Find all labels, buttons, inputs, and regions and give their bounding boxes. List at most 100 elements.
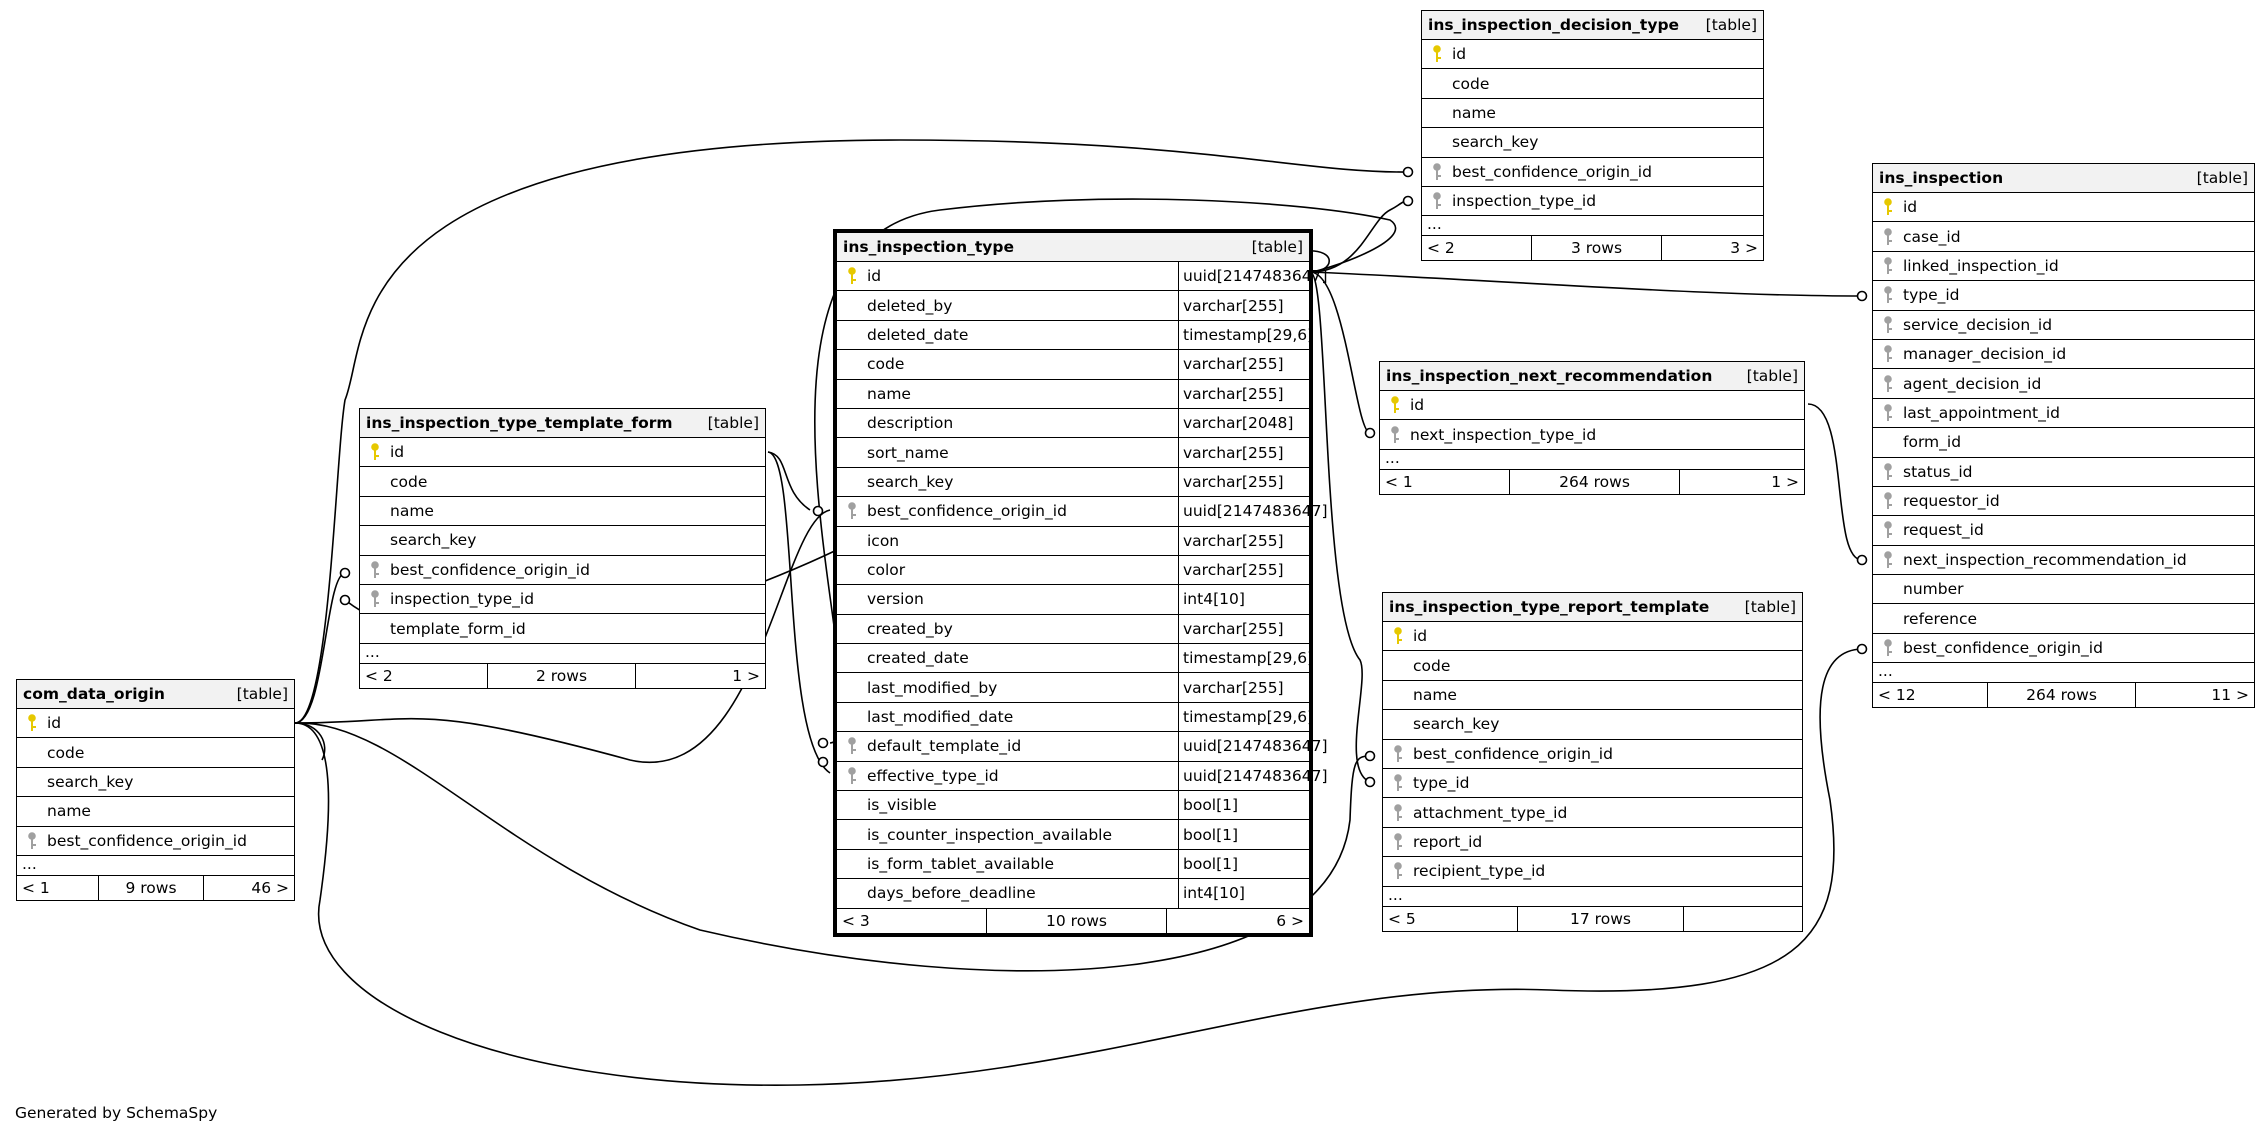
column-row[interactable]: manager_decision_id: [1873, 340, 2254, 370]
children-count[interactable]: 6 >: [1276, 911, 1304, 930]
parents-count[interactable]: < 12: [1873, 683, 1988, 708]
column-row[interactable]: code: [360, 467, 765, 497]
parents-count[interactable]: < 5: [1383, 906, 1518, 931]
column-row[interactable]: next_inspection_recommendation_id: [1873, 546, 2254, 576]
column-row[interactable]: last_appointment_id: [1873, 399, 2254, 429]
column-row[interactable]: attachment_type_id: [1383, 798, 1802, 828]
column-type: timestamp[29,6]: [1178, 320, 1313, 350]
column-row[interactable]: number: [1873, 575, 2254, 605]
column-row[interactable]: status_id: [1873, 458, 2254, 487]
column-row[interactable]: name: [1383, 681, 1802, 711]
parents-count[interactable]: < 2: [360, 663, 488, 688]
column-row[interactable]: name: [17, 797, 294, 827]
table-ins-inspection-next-recommendation[interactable]: ins_inspection_next_recommendation[table…: [1379, 361, 1805, 495]
column-row[interactable]: id: [1380, 391, 1804, 421]
column-row[interactable]: search_key: [1422, 128, 1763, 158]
column-name: search_key: [390, 531, 477, 550]
column-name: version: [867, 590, 924, 609]
column-row[interactable]: search_key: [17, 768, 294, 798]
column-row[interactable]: inspection_type_id: [360, 585, 765, 615]
column-row[interactable]: service_decision_id: [1873, 311, 2254, 340]
column-row[interactable]: best_confidence_origin_id: [1383, 740, 1802, 769]
children-count[interactable]: 11 >: [2211, 686, 2249, 705]
column-row[interactable]: best_confidence_origin_id: [360, 556, 765, 585]
table-ins-inspection-type-template-form[interactable]: ins_inspection_type_template_form[table]…: [359, 408, 766, 689]
column-row[interactable]: id: [1383, 622, 1802, 652]
table-header: ins_inspection_type_report_template[tabl…: [1383, 593, 1802, 622]
children-count[interactable]: [1684, 907, 1802, 931]
column-type: varchar[255]: [1178, 555, 1309, 585]
column-row[interactable]: next_inspection_type_id: [1380, 420, 1804, 450]
children-count[interactable]: 1 >: [732, 666, 760, 685]
column-row[interactable]: template_form_id: [360, 614, 765, 644]
column-row[interactable]: id: [1873, 193, 2254, 223]
column-row[interactable]: best_confidence_origin_id: [1422, 158, 1763, 187]
column-row[interactable]: id: [1422, 40, 1763, 70]
column-row[interactable]: type_id: [1383, 769, 1802, 799]
children-count[interactable]: 3 >: [1730, 239, 1758, 258]
column-row[interactable]: reference: [1873, 604, 2254, 634]
column-row[interactable]: best_confidence_origin_id: [17, 827, 294, 856]
column-name: name: [1452, 103, 1496, 122]
children-count[interactable]: 1 >: [1771, 472, 1799, 491]
column-row[interactable]: id: [360, 438, 765, 468]
column-row[interactable]: best_confidence_origin_id: [1873, 634, 2254, 664]
column-row[interactable]: requestor_id: [1873, 487, 2254, 517]
column-row[interactable]: request_id: [1873, 516, 2254, 546]
primary-key-icon: [1391, 626, 1405, 646]
column-row[interactable]: code: [17, 738, 294, 768]
column-name: linked_inspection_id: [1903, 256, 2059, 275]
rel-template-form-to-type: [767, 451, 831, 774]
parents-count[interactable]: < 1: [1380, 469, 1510, 494]
column-row[interactable]: recipient_type_id: [1383, 857, 1802, 887]
column-row[interactable]: search_key: [360, 526, 765, 556]
column-row[interactable]: name: [1422, 99, 1763, 129]
column-name: is_counter_inspection_available: [867, 825, 1113, 844]
column-row[interactable]: search_key: [1383, 710, 1802, 740]
parents-count[interactable]: < 2: [1422, 236, 1532, 261]
table-ins-inspection-type-report-template[interactable]: ins_inspection_type_report_template[tabl…: [1382, 592, 1803, 932]
column-row[interactable]: agent_decision_id: [1873, 369, 2254, 399]
column-row[interactable]: inspection_type_id: [1422, 187, 1763, 217]
column-row[interactable]: linked_inspection_id: [1873, 252, 2254, 282]
column-row[interactable]: type_id: [1873, 281, 2254, 311]
column-row[interactable]: form_id: [1873, 428, 2254, 458]
column-row[interactable]: id: [17, 709, 294, 739]
column-row[interactable]: code: [1422, 69, 1763, 99]
parents-count[interactable]: < 1: [17, 875, 99, 900]
children-count[interactable]: 46 >: [251, 878, 289, 897]
column-row[interactable]: case_id: [1873, 222, 2254, 252]
column-type: bool[1]: [1178, 849, 1309, 879]
column-row[interactable]: name: [360, 497, 765, 527]
parents-count[interactable]: < 3: [837, 908, 987, 933]
column-row[interactable]: code: [1383, 651, 1802, 681]
column-row[interactable]: report_id: [1383, 828, 1802, 858]
